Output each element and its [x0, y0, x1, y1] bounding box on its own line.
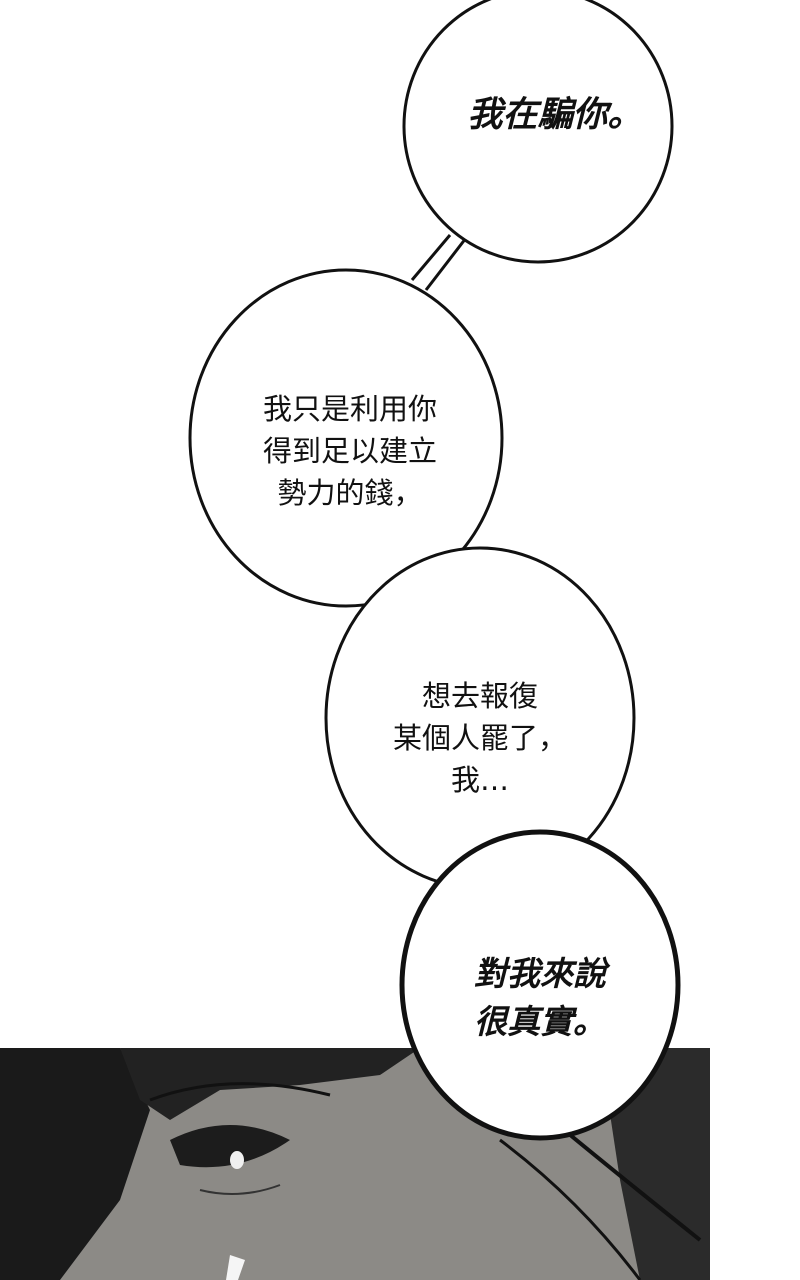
bubble-2-line: 得到足以建立: [262, 434, 437, 469]
eye-shape: [170, 1125, 290, 1168]
bubble-2-line: 我只是利用你: [262, 392, 437, 426]
eye-highlight: [230, 1151, 244, 1169]
hair-left: [0, 1048, 150, 1280]
bubble-4-line: 對我來說: [474, 954, 606, 993]
bubble-3-line: 我…: [450, 763, 509, 798]
speech-bubble-2: [188, 268, 504, 608]
bubble-1-line: 我在騙你。: [467, 95, 643, 135]
bubble-2-text: 我只是利用你 得到足以建立 勢力的錢，: [240, 388, 460, 514]
bubble-2-line: 勢力的錢，: [277, 476, 423, 511]
bubble-3-line: 某個人罷了，: [392, 721, 567, 756]
hair-strand-2: [499, 1138, 642, 1280]
tear-drop: [226, 1255, 245, 1280]
bubble-3-text: 想去報復 某個人罷了， 我…: [370, 675, 590, 801]
bubble-connector: [410, 234, 468, 291]
bubble-4-line: 很真實。: [474, 1001, 606, 1041]
brow-line: [149, 1082, 331, 1102]
speech-bubble-1: [402, 0, 674, 264]
bubble-1-text: 我在騙你。: [440, 90, 670, 141]
speech-bubble-4: [399, 829, 681, 1141]
bubble-3-line: 想去報復: [421, 679, 538, 713]
bubble-4-text: 對我來說 很真實。: [440, 950, 640, 1046]
lower-lid-line: [199, 1184, 281, 1195]
